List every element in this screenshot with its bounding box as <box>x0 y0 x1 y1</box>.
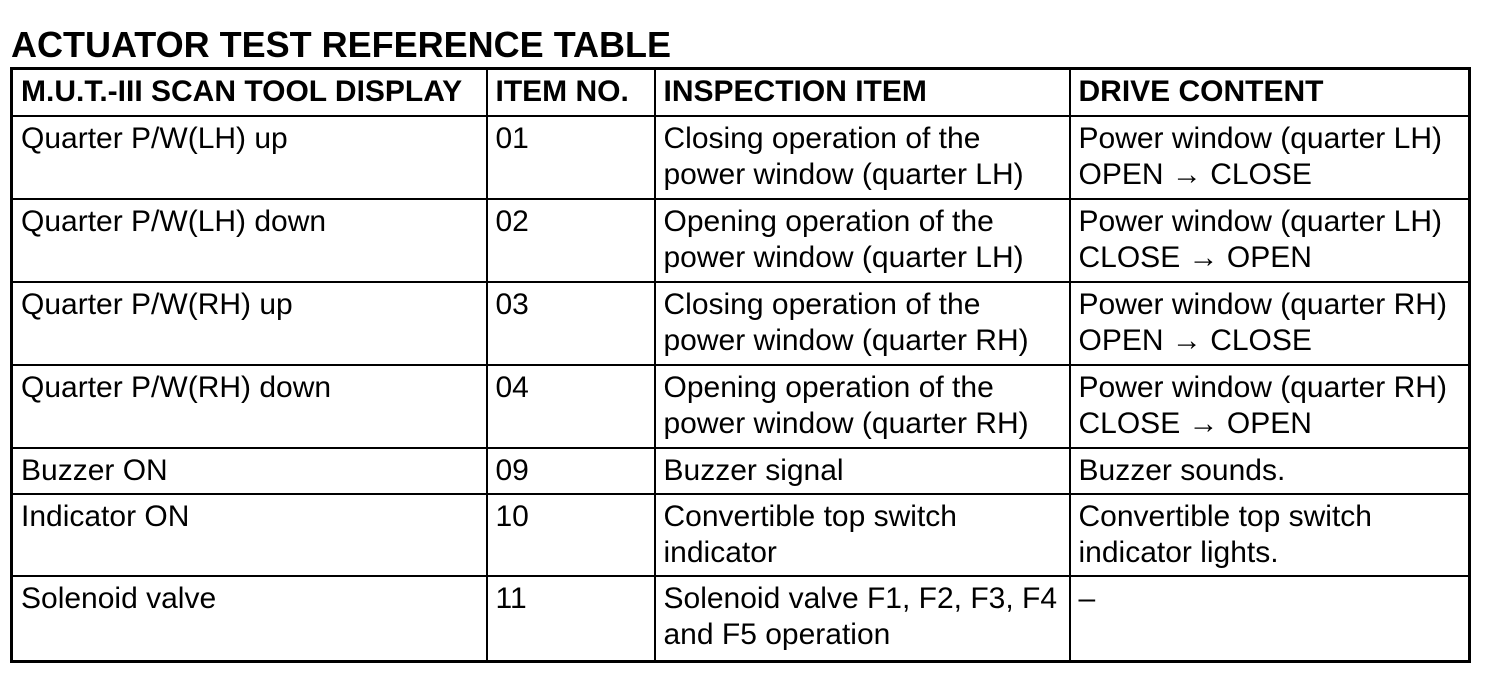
cell-drive-content: Power window (quarter RH) CLOSE → OPEN <box>1068 363 1471 449</box>
cell-item-no: 02 <box>485 197 656 283</box>
header-row: M.U.T.-III SCAN TOOL DISPLAY ITEM NO. IN… <box>10 67 1471 117</box>
cell-inspection-item: Closing operation of the power window (q… <box>653 280 1071 366</box>
cell-item-no: 09 <box>485 446 656 495</box>
cell-scan-tool-display: Quarter P/W(RH) up <box>10 280 488 366</box>
cell-drive-content: Convertible top switch indicator lights. <box>1068 492 1471 577</box>
cell-drive-content: Buzzer sounds. <box>1068 446 1471 495</box>
cell-scan-tool-display: Solenoid valve <box>10 574 488 663</box>
actuator-test-reference-table: M.U.T.-III SCAN TOOL DISPLAY ITEM NO. IN… <box>10 67 1471 663</box>
column-header-drive-content: DRIVE CONTENT <box>1068 67 1471 117</box>
cell-inspection-item: Solenoid valve F1, F2, F3, F4 and F5 ope… <box>653 574 1071 663</box>
cell-item-no: 04 <box>485 363 656 449</box>
cell-drive-content: – <box>1068 574 1471 663</box>
cell-item-no: 03 <box>485 280 656 366</box>
table-row: Solenoid valve 11 Solenoid valve F1, F2,… <box>10 574 1471 663</box>
cell-scan-tool-display: Quarter P/W(RH) down <box>10 363 488 449</box>
cell-item-no: 01 <box>485 114 656 200</box>
cell-item-no: 11 <box>485 574 656 663</box>
cell-scan-tool-display: Quarter P/W(LH) up <box>10 114 488 200</box>
column-header-item-no: ITEM NO. <box>485 67 656 117</box>
table-row: Indicator ON 10 Convertible top switch i… <box>10 492 1471 577</box>
table-header: M.U.T.-III SCAN TOOL DISPLAY ITEM NO. IN… <box>10 67 1471 117</box>
table-row: Quarter P/W(RH) up 03 Closing operation … <box>10 280 1471 366</box>
cell-drive-content: Power window (quarter LH) OPEN → CLOSE <box>1068 114 1471 200</box>
column-header-scan-tool-display: M.U.T.-III SCAN TOOL DISPLAY <box>10 67 488 117</box>
cell-scan-tool-display: Indicator ON <box>10 492 488 577</box>
cell-item-no: 10 <box>485 492 656 577</box>
cell-inspection-item: Opening operation of the power window (q… <box>653 363 1071 449</box>
cell-inspection-item: Closing operation of the power window (q… <box>653 114 1071 200</box>
cell-inspection-item: Buzzer signal <box>653 446 1071 495</box>
cell-inspection-item: Convertible top switch indicator <box>653 492 1071 577</box>
table-row: Quarter P/W(LH) up 01 Closing operation … <box>10 114 1471 200</box>
cell-inspection-item: Opening operation of the power window (q… <box>653 197 1071 283</box>
page-title: ACTUATOR TEST REFERENCE TABLE <box>11 24 672 66</box>
column-header-inspection-item: INSPECTION ITEM <box>653 67 1071 117</box>
table-row: Buzzer ON 09 Buzzer signal Buzzer sounds… <box>10 446 1471 495</box>
cell-scan-tool-display: Buzzer ON <box>10 446 488 495</box>
table-row: Quarter P/W(RH) down 04 Opening operatio… <box>10 363 1471 449</box>
table-body: Quarter P/W(LH) up 01 Closing operation … <box>10 114 1471 663</box>
table-row: Quarter P/W(LH) down 02 Opening operatio… <box>10 197 1471 283</box>
cell-drive-content: Power window (quarter LH) CLOSE → OPEN <box>1068 197 1471 283</box>
cell-drive-content: Power window (quarter RH) OPEN → CLOSE <box>1068 280 1471 366</box>
cell-scan-tool-display: Quarter P/W(LH) down <box>10 197 488 283</box>
